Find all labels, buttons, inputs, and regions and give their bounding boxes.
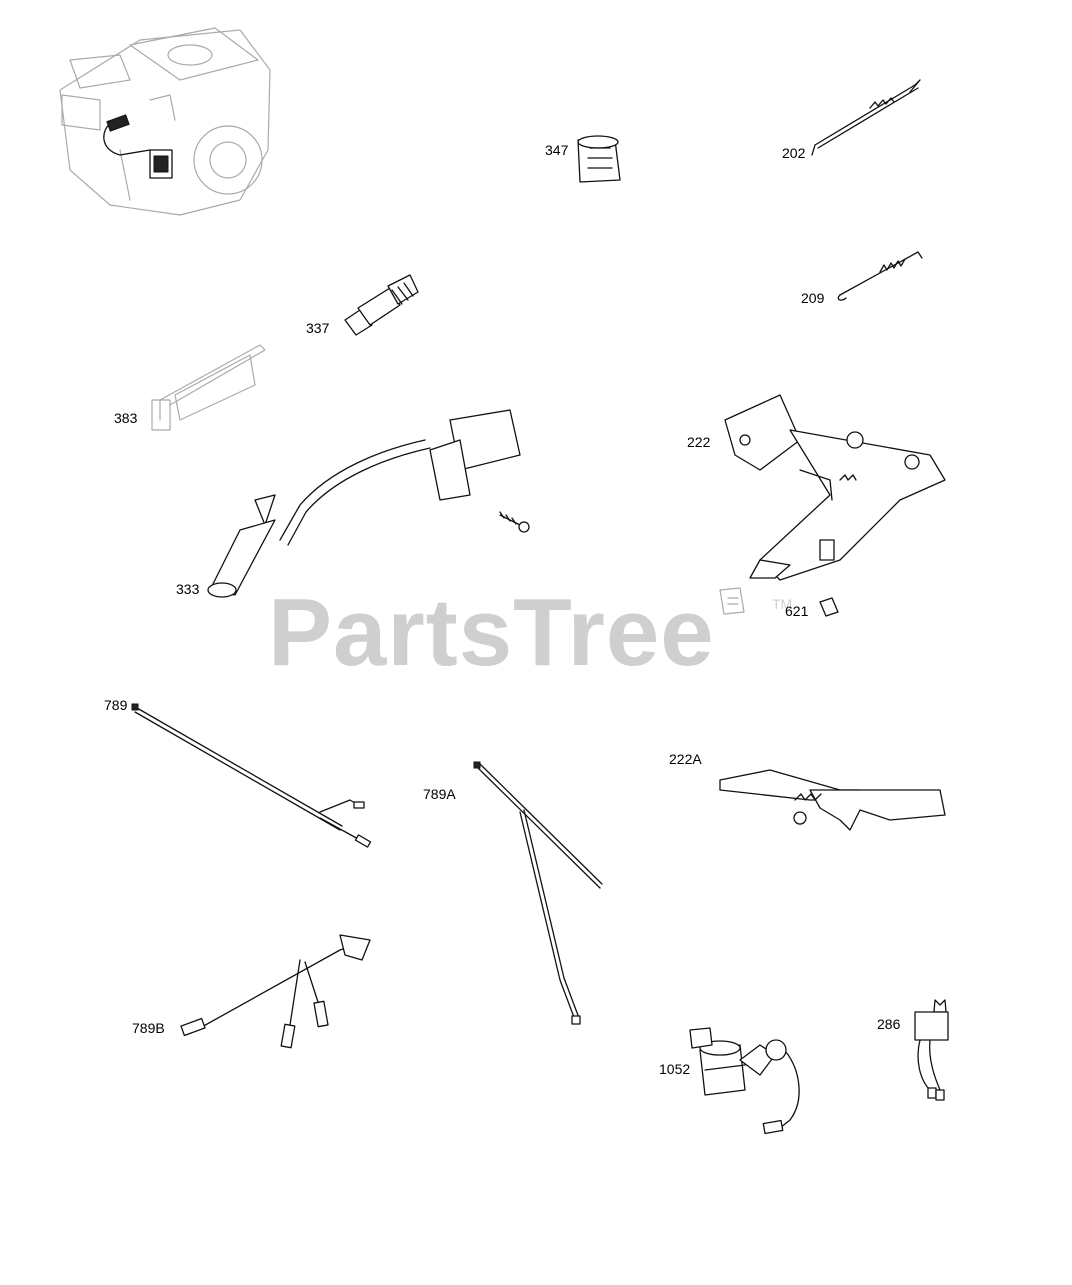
callout-789a[interactable]: 789A (423, 786, 456, 802)
part-337-drawing (344, 274, 419, 336)
part-789b-drawing (180, 934, 371, 1049)
callout-222a[interactable]: 222A (669, 751, 702, 767)
callout-333[interactable]: 333 (176, 581, 200, 597)
engine-reference-drawing (59, 27, 271, 216)
watermark: PartsTree (268, 579, 715, 686)
part-222-drawing (719, 394, 946, 617)
part-209-drawing (837, 251, 923, 301)
callout-337[interactable]: 337 (306, 320, 330, 336)
part-202-drawing (811, 79, 921, 156)
part-1052-drawing (689, 1027, 800, 1135)
part-789a-drawing (473, 761, 603, 1025)
callout-789[interactable]: 789 (104, 697, 128, 713)
callout-347[interactable]: 347 (545, 142, 569, 158)
part-383-drawing (151, 344, 266, 431)
callout-383[interactable]: 383 (114, 410, 138, 426)
part-789-drawing (131, 703, 372, 848)
part-286-drawing (914, 999, 949, 1101)
callout-202[interactable]: 202 (782, 145, 806, 161)
callout-286[interactable]: 286 (877, 1016, 901, 1032)
callout-789b[interactable]: 789B (132, 1020, 165, 1036)
callout-222[interactable]: 222 (687, 434, 711, 450)
part-333-drawing (207, 409, 530, 598)
part-222a-drawing (719, 769, 946, 831)
callout-621[interactable]: 621 (785, 603, 809, 619)
part-347-drawing (577, 135, 621, 183)
callout-209[interactable]: 209 (801, 290, 825, 306)
watermark-trademark: TM (772, 596, 793, 612)
callout-1052[interactable]: 1052 (659, 1061, 691, 1077)
